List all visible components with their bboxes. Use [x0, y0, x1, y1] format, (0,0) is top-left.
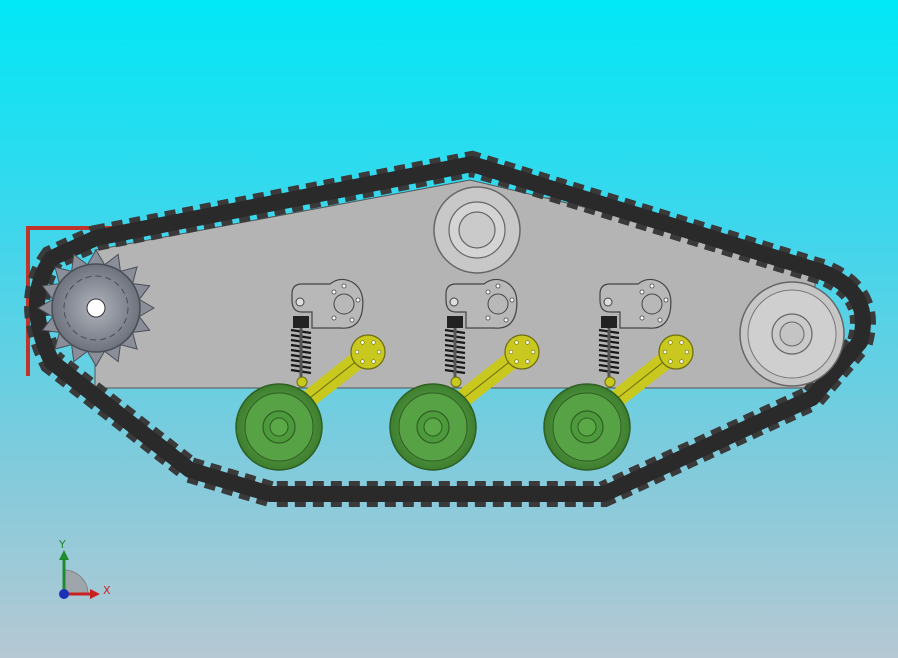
x-axis-label: X: [103, 584, 111, 597]
hub-bolt: [679, 340, 684, 345]
bracket-pin: [603, 297, 613, 307]
sprocket-axle-hole: [86, 298, 106, 318]
bracket-pivot: [641, 293, 663, 315]
idler-wheel[interactable]: [739, 281, 845, 387]
hub-bolt: [376, 349, 382, 355]
hub-bolt: [679, 359, 684, 364]
hub-bolt: [525, 359, 530, 364]
bracket-bolt: [485, 315, 491, 321]
swing-arm-hub: [350, 334, 386, 370]
bracket-bolt: [509, 297, 515, 303]
suspension-units: [235, 278, 694, 471]
hub-bolt: [360, 359, 365, 364]
hub-bolt: [371, 340, 376, 345]
swing-arm-pivot: [604, 376, 616, 388]
bracket-pivot: [487, 293, 509, 315]
bracket-bolt: [663, 297, 669, 303]
hub-bolt: [668, 359, 673, 364]
y-axis-label: Y: [58, 538, 66, 551]
bracket-pin: [449, 297, 459, 307]
hub-bolt: [684, 349, 690, 355]
swing-arm-hub: [658, 334, 694, 370]
swing-arm-pivot: [450, 376, 462, 388]
bell-crank-bracket: [291, 278, 364, 329]
hub-bolt: [514, 340, 519, 345]
hub-bolt: [662, 349, 668, 355]
sprocket-bolt-ring: [63, 275, 129, 341]
hub-bolt: [525, 340, 530, 345]
bracket-bolt: [485, 289, 491, 295]
bracket-bolt: [657, 317, 663, 323]
road-wheel[interactable]: [235, 383, 323, 471]
bracket-bolt: [503, 317, 509, 323]
bell-crank-bracket: [599, 278, 672, 329]
bracket-bolt: [639, 315, 645, 321]
track-belt[interactable]: [29, 156, 871, 502]
hub-bolt: [668, 340, 673, 345]
suspension-unit[interactable]: [389, 278, 540, 471]
suspension-unit[interactable]: [235, 278, 386, 471]
return-roller[interactable]: [433, 186, 521, 274]
shock-top-mount: [601, 316, 617, 328]
hub-bolt: [514, 359, 519, 364]
swing-arm-pivot: [296, 376, 308, 388]
hub-bolt: [530, 349, 536, 355]
axis-triad: Y X: [58, 538, 111, 599]
bracket-bolt: [639, 289, 645, 295]
hub-bolt: [508, 349, 514, 355]
suspension-unit[interactable]: [543, 278, 694, 471]
road-wheel[interactable]: [389, 383, 477, 471]
bracket-bolt: [331, 315, 337, 321]
bell-crank-bracket: [445, 278, 518, 329]
swing-arm-hub: [504, 334, 540, 370]
bracket-bolt: [355, 297, 361, 303]
road-wheel[interactable]: [543, 383, 631, 471]
bracket-pivot: [333, 293, 355, 315]
bracket-bolt: [349, 317, 355, 323]
shock-top-mount: [447, 316, 463, 328]
hub-bolt: [354, 349, 360, 355]
hub-bolt: [371, 359, 376, 364]
shock-top-mount: [293, 316, 309, 328]
bracket-pin: [295, 297, 305, 307]
drive-sprocket[interactable]: [37, 249, 155, 367]
bracket-bolt: [331, 289, 337, 295]
bracket-bolt: [341, 283, 347, 289]
bracket-bolt: [495, 283, 501, 289]
hub-bolt: [360, 340, 365, 345]
bracket-bolt: [649, 283, 655, 289]
